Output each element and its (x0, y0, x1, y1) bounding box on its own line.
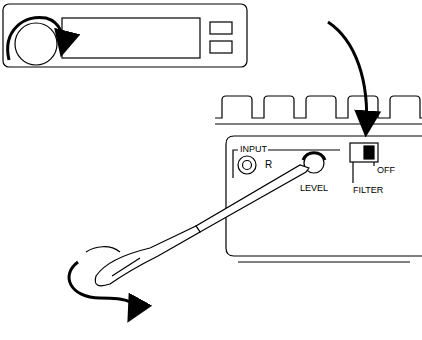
amp-edge (238, 261, 410, 262)
screwdriver-shaft (196, 165, 309, 232)
button (210, 41, 232, 53)
switch-tick (352, 162, 353, 183)
turn-arrow (69, 262, 133, 318)
switch-position: OFF (376, 166, 396, 175)
display (62, 18, 200, 58)
head-unit (3, 4, 247, 67)
screwdriver-handle (95, 226, 200, 286)
rca-jack (243, 161, 252, 170)
button (210, 22, 232, 34)
turn-arrow (8, 17, 63, 60)
level-scale (303, 153, 325, 160)
pointer-arrow (328, 22, 367, 132)
heat-sink-base (215, 123, 422, 124)
turn-arrow-tail (86, 247, 120, 252)
channel-label: R (264, 160, 273, 170)
switch-tick (373, 162, 374, 166)
panel-label: INPUT (239, 145, 268, 154)
control-label: LEVEL (299, 184, 329, 193)
input-bracket (233, 150, 238, 178)
handle-groove (112, 258, 140, 276)
rca-jack (238, 156, 256, 174)
control-label: FILTER (352, 186, 384, 195)
volume-knob (15, 23, 57, 65)
switch-slider (364, 146, 374, 159)
filter-switch (350, 143, 378, 162)
input-bracket (268, 149, 340, 150)
heat-sink (215, 96, 422, 118)
